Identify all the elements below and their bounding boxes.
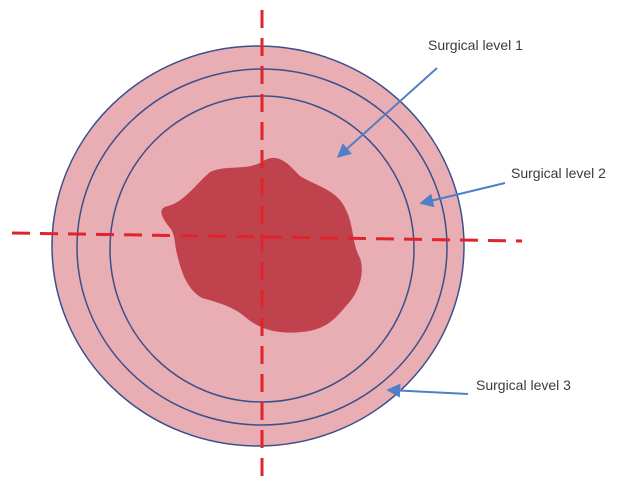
label-surgical-level-1: Surgical level 1 <box>428 37 523 53</box>
arrow-level-3 <box>389 390 468 394</box>
label-surgical-level-3: Surgical level 3 <box>476 377 571 393</box>
label-surgical-level-2: Surgical level 2 <box>511 165 606 181</box>
